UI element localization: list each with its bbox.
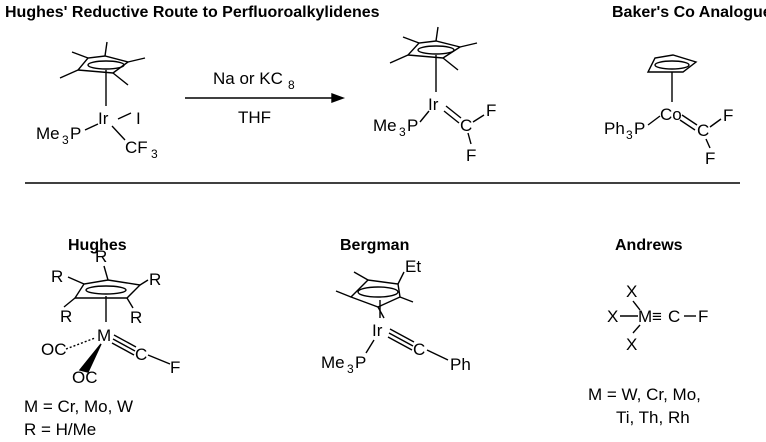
sub-r-4: R — [60, 307, 72, 326]
molecule-cpco-difluorocarbene: Co Ph 3 P C F F — [604, 54, 733, 168]
ligand-pme3-2-sub: 3 — [399, 125, 406, 139]
reaction-arrow-group: Na or KC 8 THF — [185, 69, 346, 127]
ligand-pme3-3-p: P — [355, 353, 366, 372]
sub-x-left: X — [607, 307, 618, 326]
ligand-pph3-ph: Ph — [604, 119, 625, 138]
solvent-label: THF — [238, 108, 271, 127]
ligand-pme3-1-sub: 3 — [62, 133, 69, 147]
molecule-andrews-carbyne: X X M ≡ C F X — [607, 282, 708, 354]
molecule-bergman-carbyne: Et Ir Me 3 P C Ph — [321, 257, 471, 376]
atom-ir-2: Ir — [428, 95, 439, 114]
heading-hughes-route: Hughes' Reductive Route to Perfluoroalky… — [5, 4, 380, 21]
sub-r-5: R — [130, 308, 142, 327]
ligand-pme3-3-me: Me — [321, 353, 345, 372]
atom-carbene-c-2: C — [697, 121, 709, 140]
atom-m-andrews: M — [638, 307, 652, 326]
reagent-label: Na or KC — [213, 69, 283, 88]
ligand-co-2: OC — [72, 368, 98, 387]
atom-ir-bergman: Ir — [372, 321, 383, 340]
note-andrews-metals-1: M = W, Cr, Mo, — [588, 385, 701, 404]
heading-baker: Baker's Co Analogue — [612, 4, 766, 21]
sub-x-top: X — [626, 282, 637, 301]
note-hughes-r: R = H/Me — [24, 420, 96, 439]
atom-f-andrews: F — [698, 307, 708, 326]
note-hughes-metals: M = Cr, Mo, W — [24, 397, 133, 416]
ligand-co-1: OC — [41, 340, 67, 359]
atom-carbene-c-1: C — [460, 116, 472, 135]
note-andrews-metals-2: Ti, Th, Rh — [616, 408, 690, 427]
atom-co: Co — [660, 105, 682, 124]
atom-ir-1: Ir — [98, 109, 109, 128]
molecule-cp-star-ir-difluorocarbene: Ir Me 3 P C F F — [373, 26, 496, 165]
atom-carbyne-c-hughes: C — [135, 345, 147, 364]
sub-ethyl: Et — [405, 257, 421, 276]
ligand-pph3-p: P — [634, 119, 645, 138]
atom-f-hughes: F — [170, 358, 180, 377]
atom-carbyne-c-bergman: C — [413, 340, 425, 359]
atom-f-1a: F — [486, 101, 496, 120]
atom-f-2a: F — [723, 106, 733, 125]
atom-f-1b: F — [466, 146, 476, 165]
sub-phenyl: Ph — [450, 355, 471, 374]
bond-triple: ≡ — [652, 307, 662, 326]
molecule-hughes-carbyne: R R R R R M OC OC C F — [41, 247, 180, 387]
atom-m-hughes: M — [97, 326, 111, 345]
sub-r-1: R — [51, 267, 63, 286]
heading-bergman: Bergman — [340, 237, 409, 254]
ligand-pme3-1-me: Me — [36, 124, 60, 143]
atom-carbyne-c-andrews: C — [668, 307, 680, 326]
molecule-cp-star-ir-iodide: Ir I Me 3 P CF 3 — [36, 41, 158, 161]
sub-r-2: R — [95, 247, 107, 266]
sub-x-bottom: X — [626, 335, 637, 354]
ligand-cf3: CF — [125, 138, 148, 157]
ligand-pme3-3-sub: 3 — [347, 362, 354, 376]
sub-r-3: R — [149, 270, 161, 289]
ligand-pme3-2-p: P — [407, 116, 418, 135]
atom-iodine: I — [136, 109, 141, 128]
ligand-pph3-sub: 3 — [626, 128, 633, 142]
atom-f-2b: F — [705, 149, 715, 168]
heading-andrews: Andrews — [615, 237, 683, 254]
heading-hughes: Hughes — [68, 237, 127, 254]
ligand-pme3-2-me: Me — [373, 116, 397, 135]
ligand-cf3-sub: 3 — [151, 147, 158, 161]
reagent-subscript: 8 — [288, 78, 295, 92]
ligand-pme3-1-p: P — [70, 124, 81, 143]
